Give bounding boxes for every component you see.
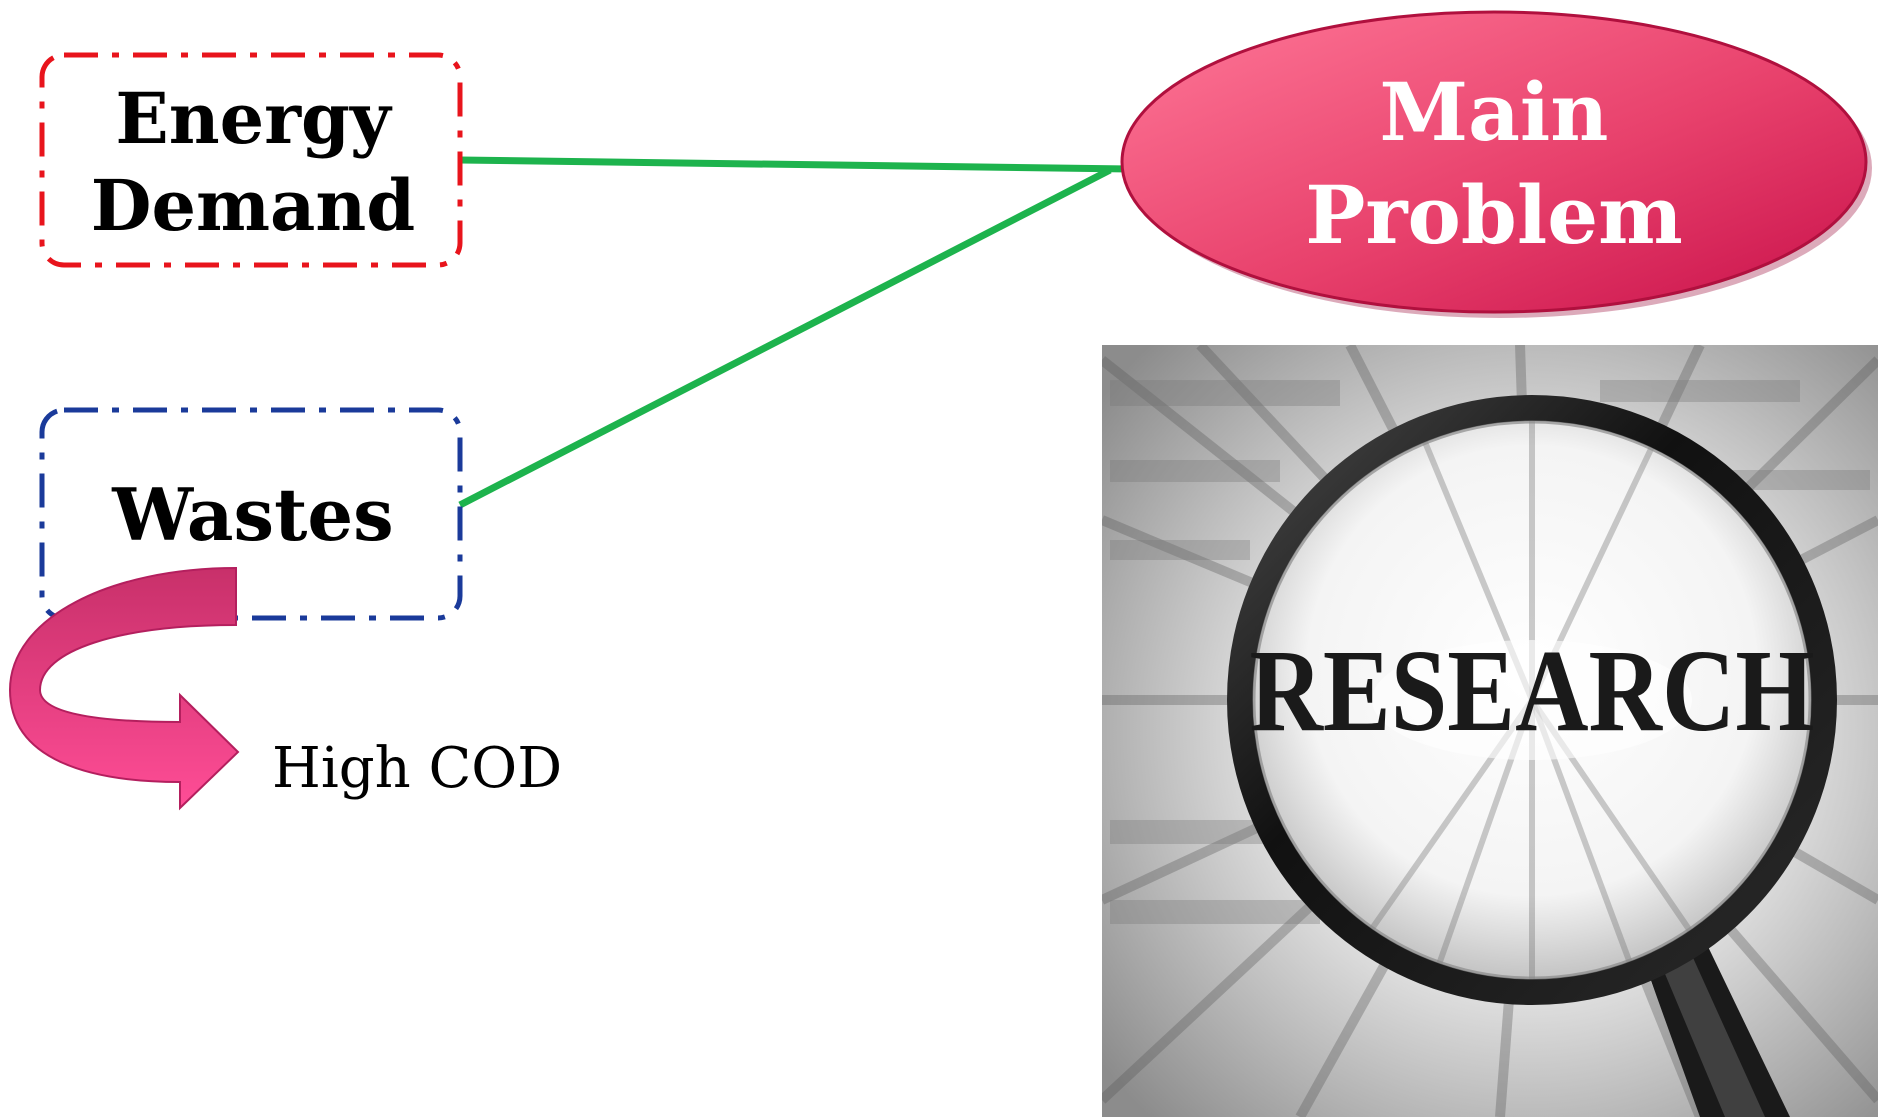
magnifier-rim-highlight (1252, 420, 1812, 980)
main-problem-label-line1: Main (1380, 65, 1609, 159)
research-blur-text-rows (1110, 380, 1870, 924)
magnifier-handle (1640, 930, 1790, 1117)
high-cod-label: High COD (272, 736, 562, 801)
curved-arrow-body (8, 566, 240, 811)
wastes-node: Wastes (39, 407, 463, 621)
wastes-label: Wastes (111, 472, 393, 557)
energy-demand-border (39, 52, 463, 268)
research-label: RESEARCH (1250, 625, 1815, 756)
magnifier-rim (1227, 395, 1837, 1005)
connector-wastes-to-problem (458, 166, 1112, 509)
research-image: RESEARCH (1102, 345, 1878, 1117)
wastes-border (39, 407, 463, 621)
energy-demand-node: Energy Demand (39, 52, 463, 268)
main-problem-ellipse (1120, 10, 1868, 314)
main-problem-node: Main Problem (1120, 10, 1872, 318)
main-problem-label-line2: Problem (1305, 168, 1683, 262)
energy-demand-label-line1: Energy (115, 77, 393, 160)
curved-arrow-icon (8, 566, 240, 811)
energy-demand-label-line2: Demand (91, 164, 416, 247)
connector-energy-to-problem (459, 156, 1131, 173)
lens-inner-blur (1347, 420, 1713, 992)
